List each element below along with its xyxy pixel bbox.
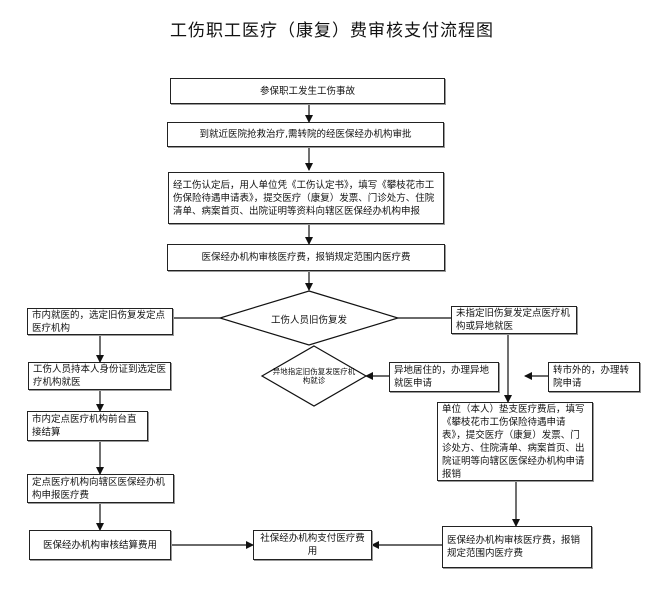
node-declare: 定点医疗机构向辖区医保经办机构申报医疗费 (27, 474, 174, 503)
node-review: 医保经办机构审核医疗费，报销规定范围内医疗费 (167, 244, 445, 271)
node-remote: 异地居住的，办理异地就医申请 (389, 362, 499, 392)
node-id-card: 工伤人员持本人身份证到选定医疗机构就医 (28, 362, 171, 390)
node-right-branch: 未指定旧伤复发定点医疗机构或异地就医 (451, 306, 577, 334)
small-decision-label: 异地指定旧伤复发医疗机构就诊 (272, 367, 356, 385)
node-left-branch: 市内就医的，选定旧伤复发定点医疗机构 (27, 308, 173, 335)
node-review-left: 医保经办机构审核结算费用 (29, 530, 171, 560)
page-title: 工伤职工医疗（康复）费审核支付流程图 (170, 21, 494, 41)
node-treatment: 到就近医院抢救治疗,需转院的经医保经办机构审批 (167, 122, 444, 147)
node-review-right: 医保经办机构审核医疗费，报销规定范围内医疗费 (442, 526, 592, 568)
node-accident: 参保职工发生工伤事故 (170, 78, 445, 104)
decision-diamond (217, 290, 401, 346)
decision-label: 工伤人员旧伤复发 (270, 315, 347, 326)
small-decision-diamond (260, 345, 368, 407)
node-unit-pay: 单位（本人）垫支医疗费后，填写《攀枝花市工伤保险待遇申请表》，提交医疗（康复）发… (437, 402, 593, 481)
node-submit: 经工伤认定后，用人单位凭《工伤认定书》，填写《攀枝花市工伤保险待遇申请表》，提交… (168, 172, 444, 224)
node-transfer: 转市外的，办理转院申请 (548, 362, 640, 392)
node-direct-settle: 市内定点医疗机构前台直接结算 (27, 411, 148, 441)
node-payment: 社保经办机构支付医疗费用 (253, 530, 372, 560)
